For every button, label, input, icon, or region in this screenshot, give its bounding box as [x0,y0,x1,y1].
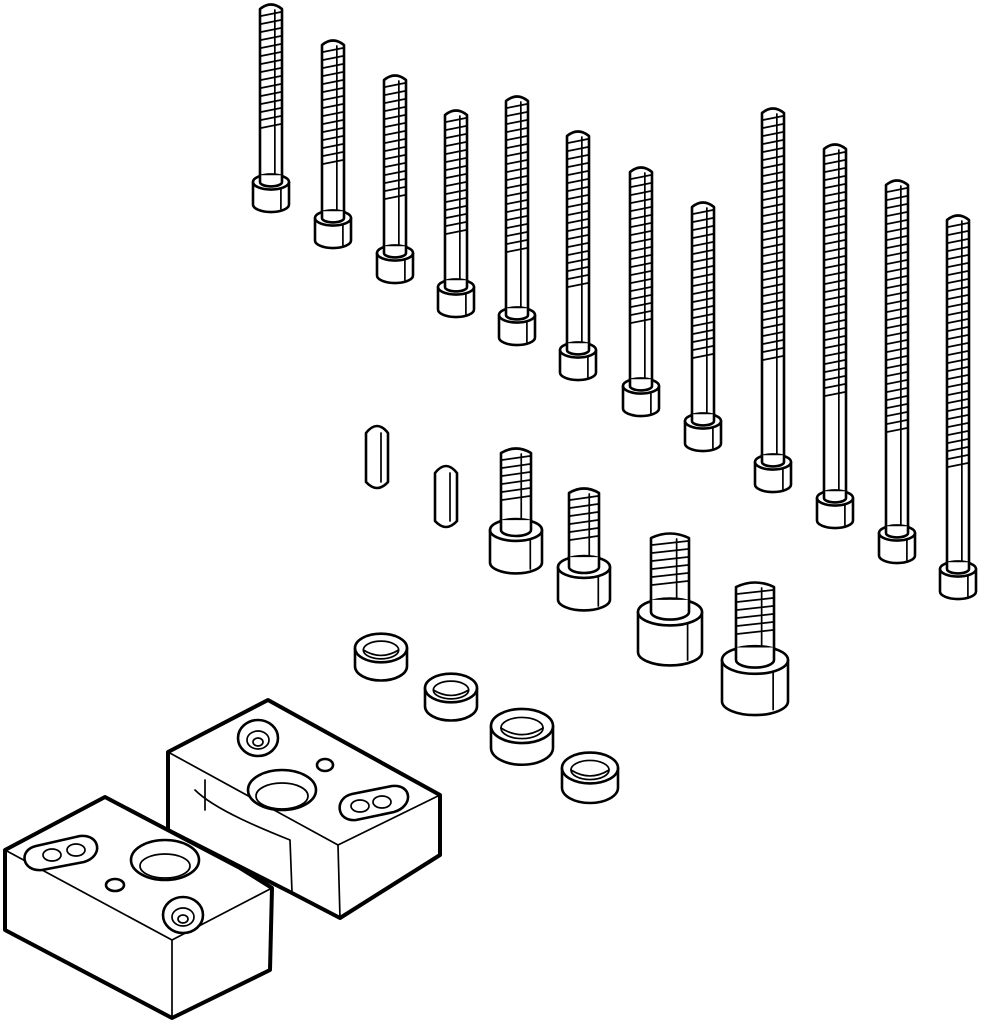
long-screw-3 [375,74,415,285]
long-screw-group [251,3,978,601]
mounting-plate-rear [166,698,442,920]
long-screw-8 [683,201,723,453]
mounting-plate-front [3,795,274,1020]
long-screw-1 [251,3,291,214]
short-screw-3 [636,532,704,667]
dowel-pin-group [364,424,459,529]
long-screw-4 [436,109,476,319]
centering-sleeve-group [353,632,620,805]
long-screw-2 [313,39,353,250]
long-screw-11 [877,179,917,565]
dowel-pin-2 [433,464,459,529]
long-screw-7 [621,166,661,418]
centering-sleeve-2 [423,672,479,722]
centering-sleeve-1 [353,632,409,682]
centering-sleeve-3 [489,707,555,767]
short-screw-group [488,447,790,717]
long-screw-12 [938,214,978,601]
centering-sleeve-4 [560,751,620,805]
short-screw-4 [720,581,790,717]
long-screw-5 [497,95,537,347]
long-screw-6 [558,130,598,382]
short-screw-2 [556,487,612,612]
long-screw-9 [753,107,793,494]
dowel-pin-1 [364,424,390,490]
mounting-plate-group [3,698,442,1020]
long-screw-10 [815,143,855,530]
short-screw-1 [488,447,544,575]
